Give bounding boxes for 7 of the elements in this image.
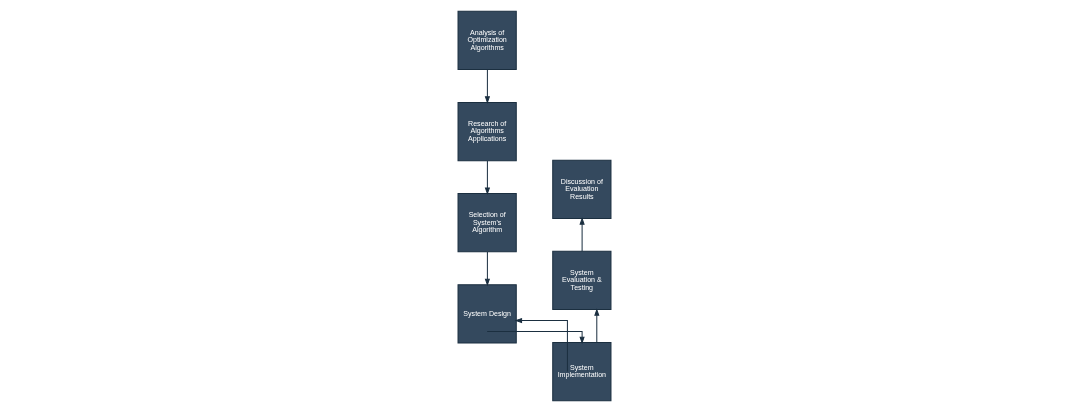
arrow — [486, 331, 585, 345]
arrow — [578, 217, 585, 252]
arrow — [513, 317, 568, 373]
arrow — [484, 69, 490, 104]
arrow — [484, 251, 490, 287]
arrow — [484, 160, 490, 196]
arrow — [593, 308, 599, 343]
